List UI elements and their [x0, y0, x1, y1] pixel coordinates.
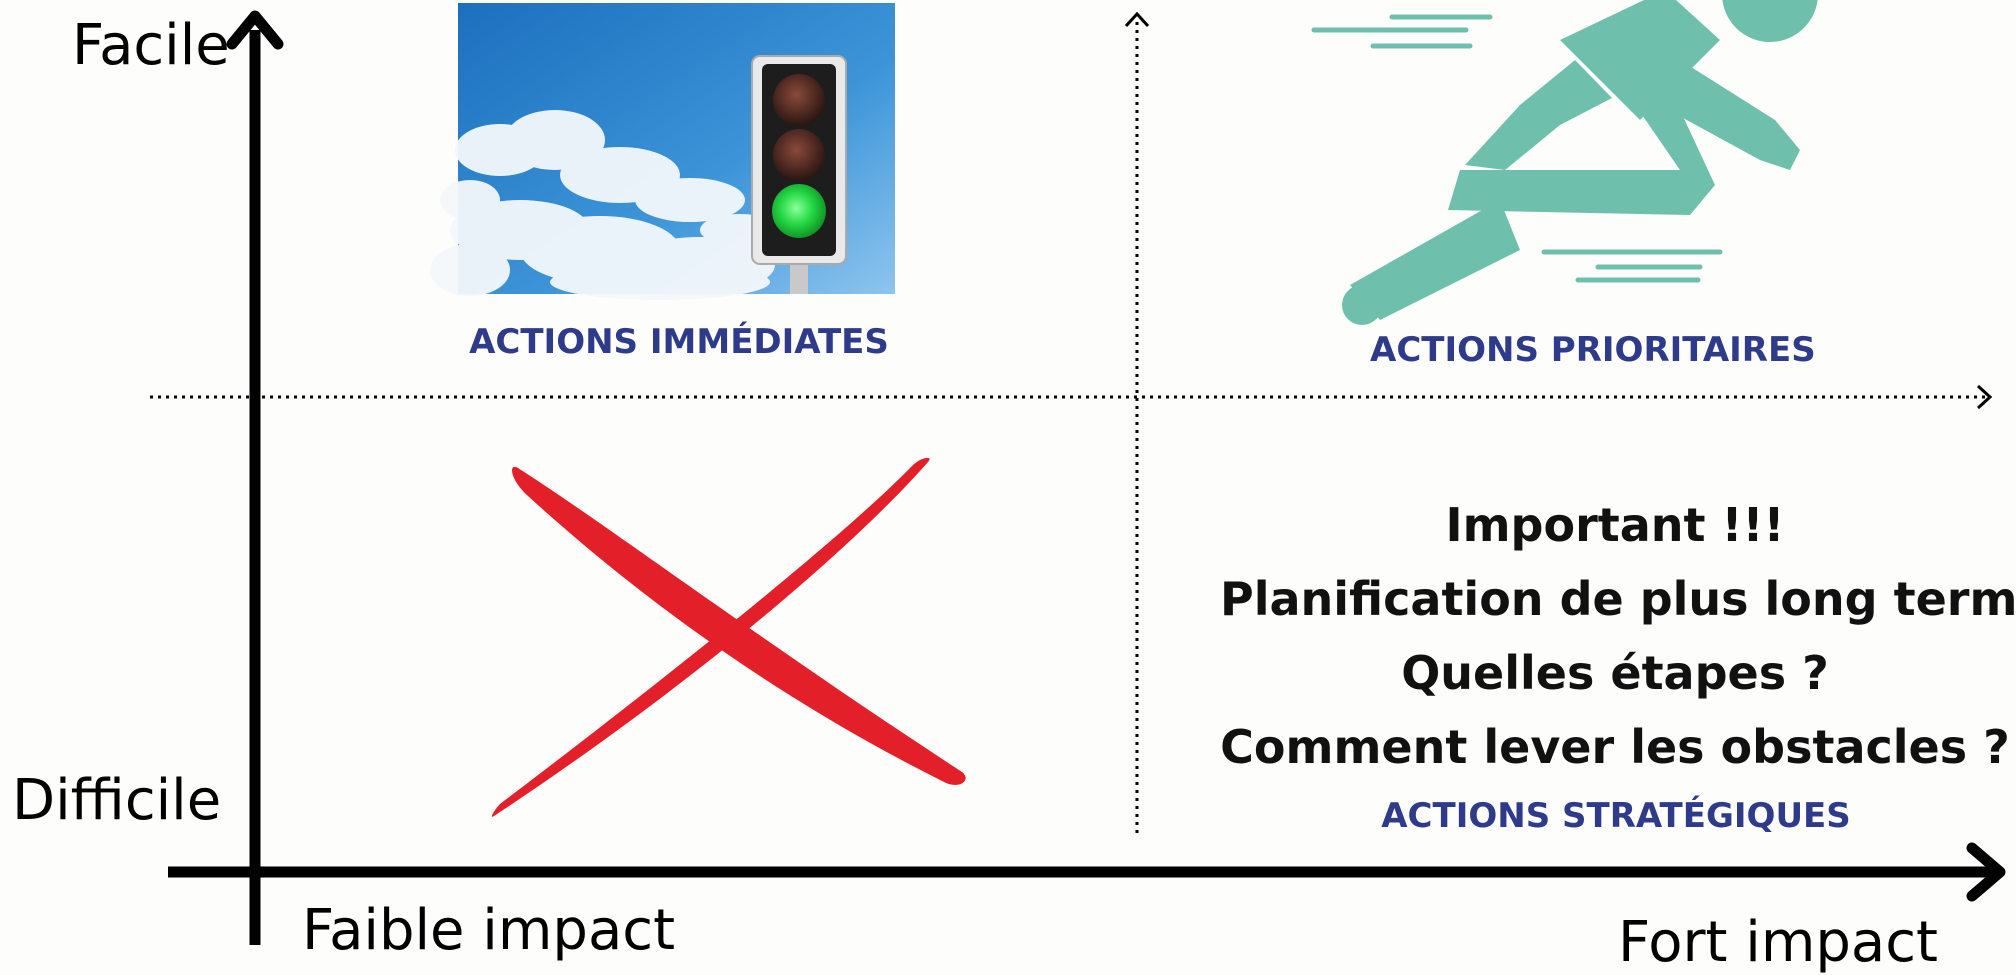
strategic-note: Comment lever les obstacles ? — [1220, 720, 2010, 774]
vertical-divider-arrowhead-icon — [1124, 11, 1150, 28]
x-axis-right-label: Fort impact — [1618, 910, 1938, 975]
strategic-note: Planification de plus long terme — [1220, 572, 2016, 626]
strategic-notes: Important !!! Planification de plus long… — [1220, 488, 2016, 784]
red-cross-icon — [491, 457, 966, 817]
strategic-note: Quelles étapes ? — [1401, 646, 1829, 700]
y-axis-bottom-label: Difficile — [12, 768, 222, 833]
x-axis-arrowhead-icon — [1966, 842, 2006, 902]
y-axis-top-label: Facile — [72, 13, 230, 78]
horizontal-divider-arrowhead-icon — [1976, 384, 1993, 410]
sprinting-runner-icon — [1311, 0, 1818, 325]
traffic-light-green-icon — [430, 3, 895, 300]
strategic-note: Important !!! — [1445, 498, 1785, 552]
x-axis-left-label: Faible impact — [302, 898, 676, 963]
quadrant-title-priority: ACTIONS PRIORITAIRES — [1370, 330, 1816, 370]
quadrant-title-immediate: ACTIONS IMMÉDIATES — [469, 322, 889, 362]
quadrant-title-strategic: ACTIONS STRATÉGIQUES — [1381, 796, 1851, 836]
y-axis-arrowhead-icon — [226, 10, 284, 50]
